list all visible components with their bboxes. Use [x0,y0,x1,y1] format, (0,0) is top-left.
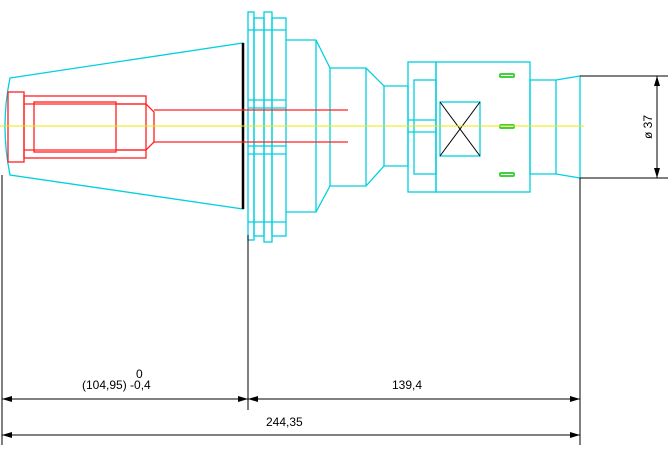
tool-holder [4,11,581,243]
tool-shank [529,75,581,179]
overall-length-label: 244,35 [266,415,303,429]
stud-neck [116,103,155,151]
shank-tolerance-upper: 0 [136,367,143,381]
flange-groove-3 [271,17,287,237]
dimensions [1,75,668,445]
arrowheads [2,76,660,438]
nut-outer [407,61,437,193]
pull-stud [7,91,348,163]
stud-body [23,95,147,159]
shank-tolerance-lower: (104,95) -0,4 [82,378,151,392]
flange-groove-1 [253,17,265,237]
mark-bottom [499,172,515,177]
stud-head [7,91,25,163]
stud-inner [33,101,117,153]
gauge-length-label: 139,4 [392,378,422,392]
collet-cross [439,101,481,157]
collet-marks [499,73,515,177]
diameter-label: ø 37 [641,115,655,139]
flange-groove-2 [263,11,273,243]
nut-inner [413,79,437,175]
collet-window [439,101,481,157]
collet-body [435,61,531,193]
mark-top [499,73,515,78]
